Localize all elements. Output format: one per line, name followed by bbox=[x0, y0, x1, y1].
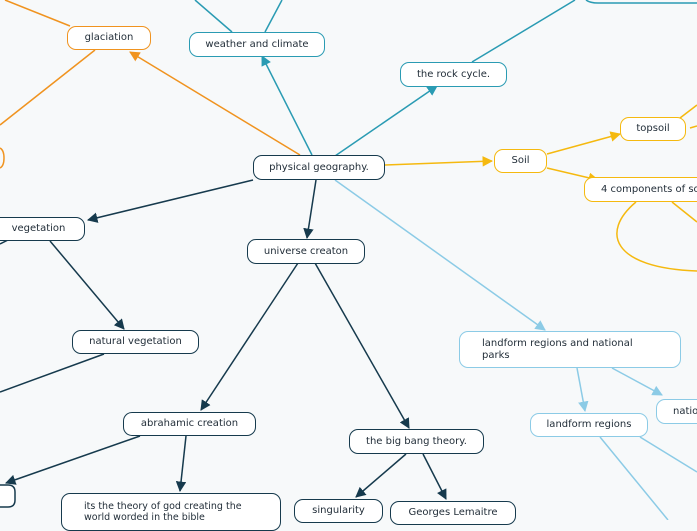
connector-abrahamic bbox=[200, 262, 299, 411]
node-topsoil[interactable]: topsoil bbox=[620, 117, 686, 141]
connector-landform-national bbox=[334, 179, 546, 331]
connector-natural-offscreen bbox=[0, 353, 105, 393]
node-physical-geography[interactable]: physical geography. bbox=[253, 155, 385, 180]
connector-big-bang bbox=[314, 262, 410, 429]
connector-glaciation-offscreen-up bbox=[4, 0, 71, 27]
connector-vegetation bbox=[86, 179, 254, 223]
node-soil-components[interactable]: 4 components of so bbox=[584, 177, 697, 202]
node-landform-regions-and-national-parks[interactable]: landform regions and national parks bbox=[459, 331, 681, 368]
connector-lemaitre bbox=[422, 453, 447, 500]
connector-topsoil bbox=[546, 131, 622, 155]
connector-topsoil-offscreen-b bbox=[689, 125, 697, 129]
node-landform-regions[interactable]: landform regions bbox=[530, 413, 648, 437]
node-soil[interactable]: Soil bbox=[494, 149, 547, 173]
connector-rock-offscreen bbox=[471, 0, 576, 63]
connector-topsoil-offscreen-a bbox=[679, 104, 697, 119]
connector-soil bbox=[384, 156, 494, 167]
connector-national-parks bbox=[611, 367, 663, 396]
node-glaciation[interactable]: glaciation bbox=[67, 26, 151, 50]
connector-soil-components-loop bbox=[616, 201, 697, 272]
connector-natural-vegetation bbox=[49, 240, 125, 330]
connector-weather-offscreen-a bbox=[194, 0, 233, 33]
node-national-parks[interactable]: natio bbox=[656, 399, 697, 424]
node-big-bang-theory[interactable]: the big bang theory. bbox=[349, 429, 484, 454]
node-singularity[interactable]: singularity bbox=[294, 499, 383, 523]
orange-offscreen-node-edge bbox=[0, 147, 5, 169]
connector-weather bbox=[261, 55, 313, 156]
node-vegetation[interactable]: vegetation bbox=[0, 217, 85, 241]
connector-weather-offscreen-b bbox=[264, 0, 283, 33]
connector-singularity bbox=[355, 453, 407, 498]
connector-soil-components-offscreen bbox=[671, 201, 697, 223]
connector-abrahamic-offscreen bbox=[5, 435, 141, 485]
node-universe-creation[interactable]: universe creaton bbox=[247, 239, 365, 264]
connector-god-theory bbox=[175, 435, 187, 493]
connector-landform-offscreen-a bbox=[599, 436, 669, 520]
navy-offscreen-node-edge bbox=[0, 484, 16, 508]
connector-landform-offscreen-b bbox=[639, 436, 697, 473]
node-abrahamic-creation[interactable]: abrahamic creation bbox=[123, 412, 256, 436]
node-weather-and-climate[interactable]: weather and climate bbox=[189, 32, 325, 57]
connector-rock-cycle bbox=[334, 85, 438, 157]
connector-glaciation-offscreen-down bbox=[0, 49, 96, 126]
mind-map-connectors bbox=[0, 0, 697, 520]
teal-offscreen-node-edge bbox=[585, 0, 697, 4]
connector-universe bbox=[303, 179, 317, 240]
node-god-creation-theory[interactable]: its the theory of god creating the world… bbox=[61, 493, 281, 531]
node-natural-vegetation[interactable]: natural vegetation bbox=[72, 330, 199, 354]
connector-glaciation bbox=[129, 51, 301, 156]
connector-landform-regions bbox=[576, 367, 589, 413]
node-georges-lemaitre[interactable]: Georges Lemaitre bbox=[390, 501, 516, 525]
node-rock-cycle[interactable]: the rock cycle. bbox=[400, 62, 507, 87]
